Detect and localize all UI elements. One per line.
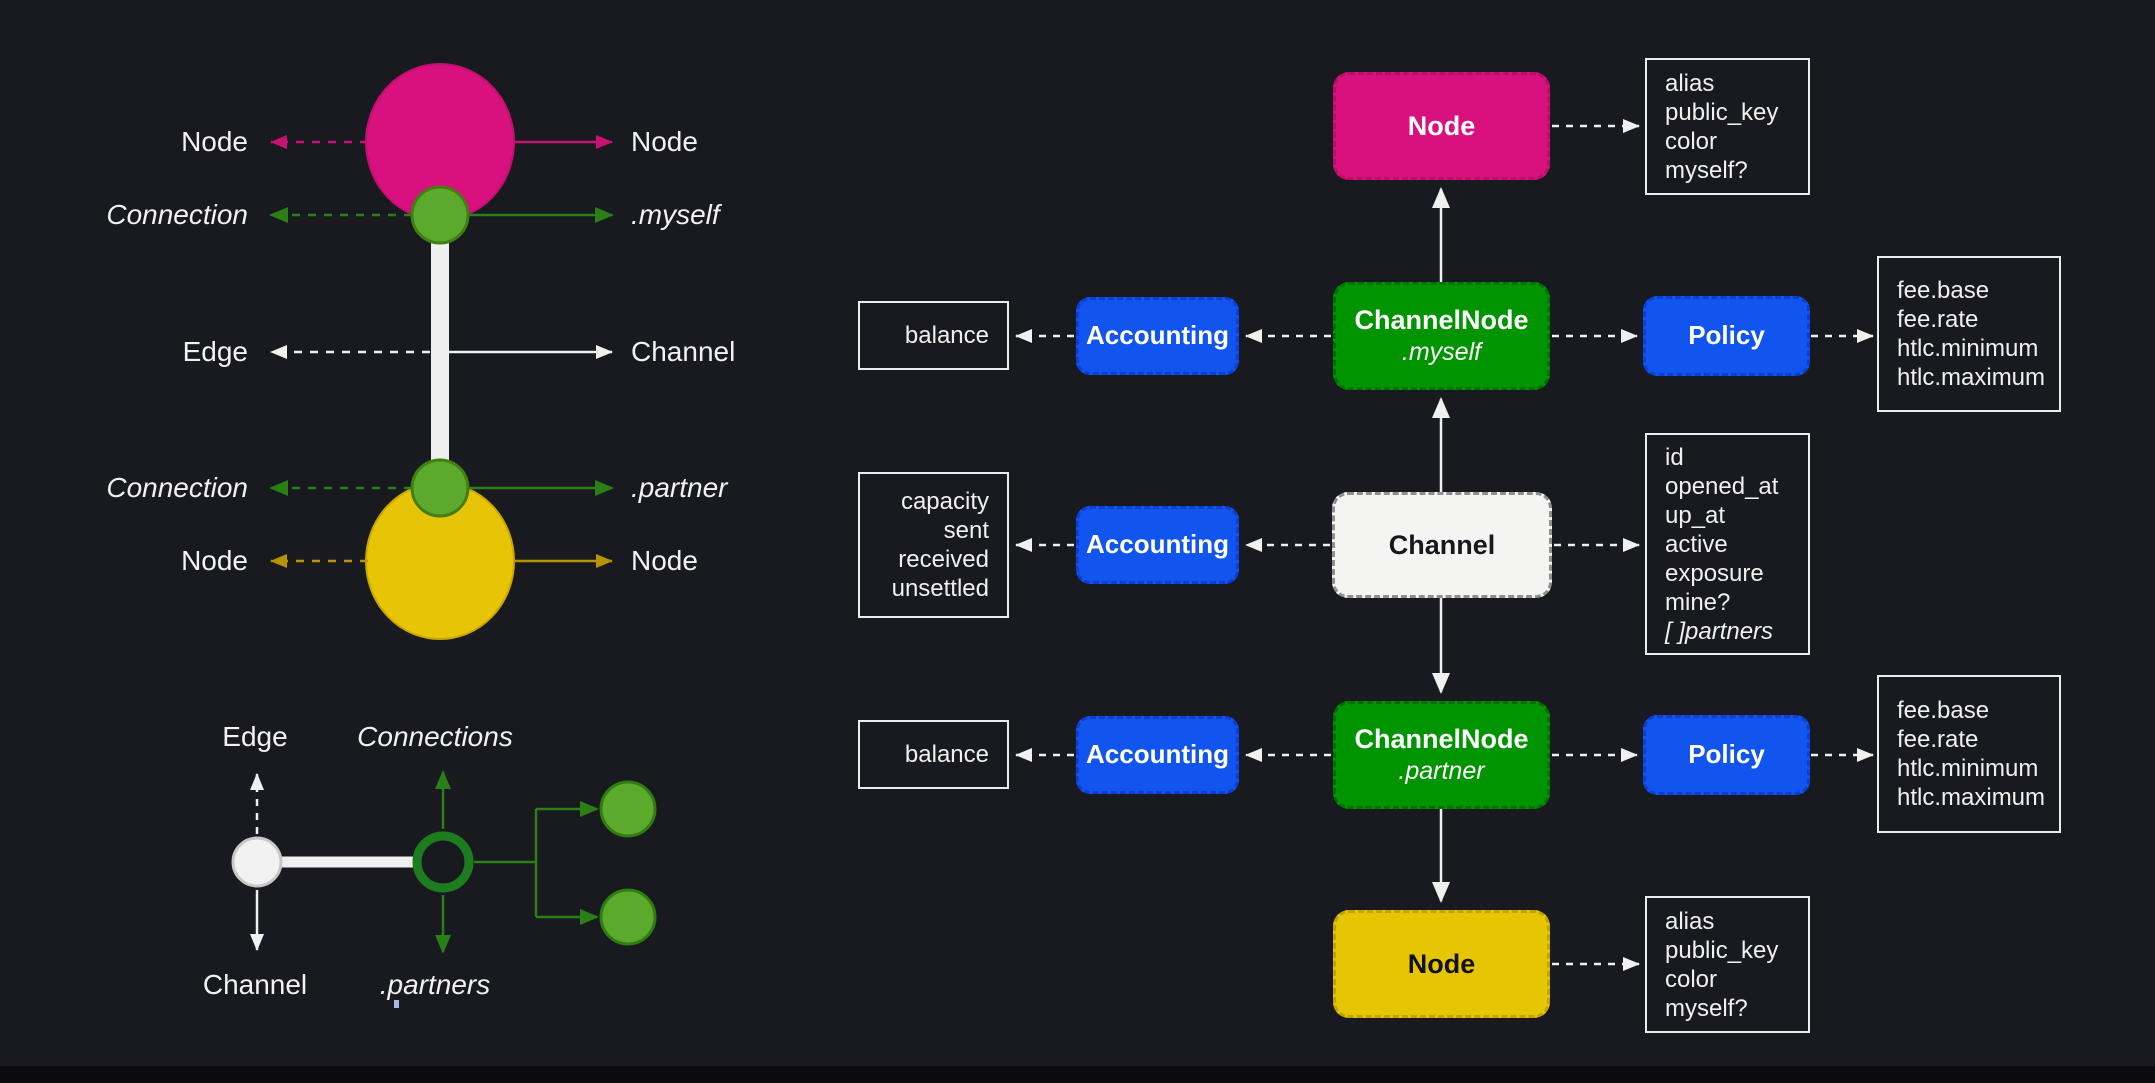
accounting-box-partner: Accounting	[1076, 716, 1239, 794]
accounting-box-channel-label: Accounting	[1086, 529, 1229, 560]
canvas-artifact-dot	[394, 1000, 399, 1008]
attr-line-partners: [ ]partners	[1665, 617, 1774, 645]
accounting-box-myself: Accounting	[1076, 297, 1239, 375]
channel-box: Channel	[1332, 492, 1552, 598]
attr-line: capacity	[900, 488, 989, 515]
connection-circle-myself	[410, 185, 470, 245]
attr-line: fee.rate	[1897, 306, 1979, 333]
attr-line: opened_at	[1665, 472, 1779, 500]
legend-channel-node-circle	[231, 836, 283, 888]
channelnode-myself-qualifier: .myself	[1401, 337, 1482, 366]
attr-line: active	[1665, 530, 1728, 558]
policy-attrs-box-myself: fee.base fee.rate htlc.minimum htlc.maxi…	[1877, 256, 2061, 412]
node-attrs-box-top: alias public_key color myself?	[1645, 58, 1810, 195]
attr-line: received	[898, 546, 989, 573]
bottom-dark-band	[0, 1066, 2155, 1083]
node-box-top-label: Node	[1407, 110, 1476, 141]
attr-line: htlc.maximum	[1897, 784, 2046, 811]
label-node-left-top: Node	[181, 126, 248, 157]
legend-partner-circle-top	[599, 780, 657, 838]
attr-line: public_key	[1665, 98, 1779, 126]
attr-line: exposure	[1665, 559, 1764, 587]
attr-line: up_at	[1665, 501, 1726, 529]
attr-line: public_key	[1665, 936, 1779, 964]
attr-line: id	[1665, 443, 1684, 471]
legend-partner-circle-bottom	[599, 888, 657, 946]
attr-line: sent	[943, 517, 989, 544]
label-node-right-bottom: Node	[631, 545, 698, 576]
attr-line: mine?	[1665, 588, 1731, 616]
attr-line: balance	[904, 741, 989, 768]
channel-box-label: Channel	[1388, 529, 1496, 560]
left-diagram-arrows	[269, 135, 614, 568]
attr-line: htlc.minimum	[1897, 755, 2039, 782]
attr-line: balance	[904, 322, 989, 349]
attr-line: fee.base	[1897, 697, 1990, 724]
attr-line: htlc.maximum	[1897, 364, 2046, 391]
balance-attrs-box-partner: balance	[858, 720, 1009, 789]
channelnode-partner-qualifier: .partner	[1398, 756, 1485, 785]
right-diagram-dashed-arrows	[1015, 119, 1874, 971]
attr-line: unsettled	[891, 575, 989, 602]
label-connection-bottom: Connection	[106, 472, 248, 503]
accounting-box-myself-label: Accounting	[1086, 320, 1229, 351]
label-node-left-bottom: Node	[181, 545, 248, 576]
accounting-box-partner-label: Accounting	[1086, 739, 1229, 770]
attr-line: color	[1665, 127, 1718, 155]
attr-line: alias	[1665, 907, 1715, 935]
accounting-box-channel: Accounting	[1076, 506, 1239, 584]
policy-box-partner: Policy	[1643, 715, 1810, 795]
capacity-attrs-box: capacity sent received unsettled	[858, 472, 1009, 618]
attr-line: fee.base	[1897, 277, 1990, 304]
node-box-bottom: Node	[1333, 910, 1550, 1018]
channel-attrs-box: id opened_at up_at active exposure mine?…	[1645, 433, 1810, 655]
balance-attrs-box-myself: balance	[858, 301, 1009, 370]
legend-arrows	[250, 770, 599, 954]
label-channel: Channel	[631, 336, 736, 367]
node-box-bottom-label: Node	[1407, 948, 1476, 979]
policy-box-myself-label: Policy	[1688, 320, 1765, 351]
node-box-top: Node	[1333, 72, 1550, 180]
channelnode-myself-box: ChannelNode .myself	[1333, 282, 1550, 390]
label-edge: Edge	[182, 336, 248, 367]
attr-line: color	[1665, 965, 1718, 993]
attr-line: myself?	[1665, 156, 1748, 184]
policy-attrs-box-partner: fee.base fee.rate htlc.minimum htlc.maxi…	[1877, 675, 2061, 833]
node-attrs-box-bottom: alias public_key color myself?	[1645, 896, 1810, 1033]
policy-box-myself: Policy	[1643, 296, 1810, 376]
attr-line: fee.rate	[1897, 726, 1979, 753]
label-node-right-top: Node	[631, 126, 698, 157]
channelnode-partner-box: ChannelNode .partner	[1333, 701, 1550, 809]
label-myself: .myself	[631, 199, 720, 230]
attr-line: alias	[1665, 69, 1715, 97]
label-partner: .partner	[631, 472, 728, 503]
legend-connections-label: Connections	[357, 721, 513, 752]
channelnode-partner-title: ChannelNode	[1354, 724, 1529, 755]
policy-box-partner-label: Policy	[1688, 739, 1765, 770]
legend-partners-label: .partners	[379, 969, 491, 1000]
label-connection-top: Connection	[106, 199, 248, 230]
channelnode-myself-title: ChannelNode	[1354, 305, 1529, 336]
connection-circle-partner	[410, 458, 470, 518]
legend-edge-label: Edge	[222, 721, 288, 752]
legend-connections-ring	[412, 831, 474, 893]
attr-line: htlc.minimum	[1897, 335, 2039, 362]
attr-line: myself?	[1665, 994, 1748, 1022]
legend-channel-label: Channel	[202, 969, 308, 1000]
